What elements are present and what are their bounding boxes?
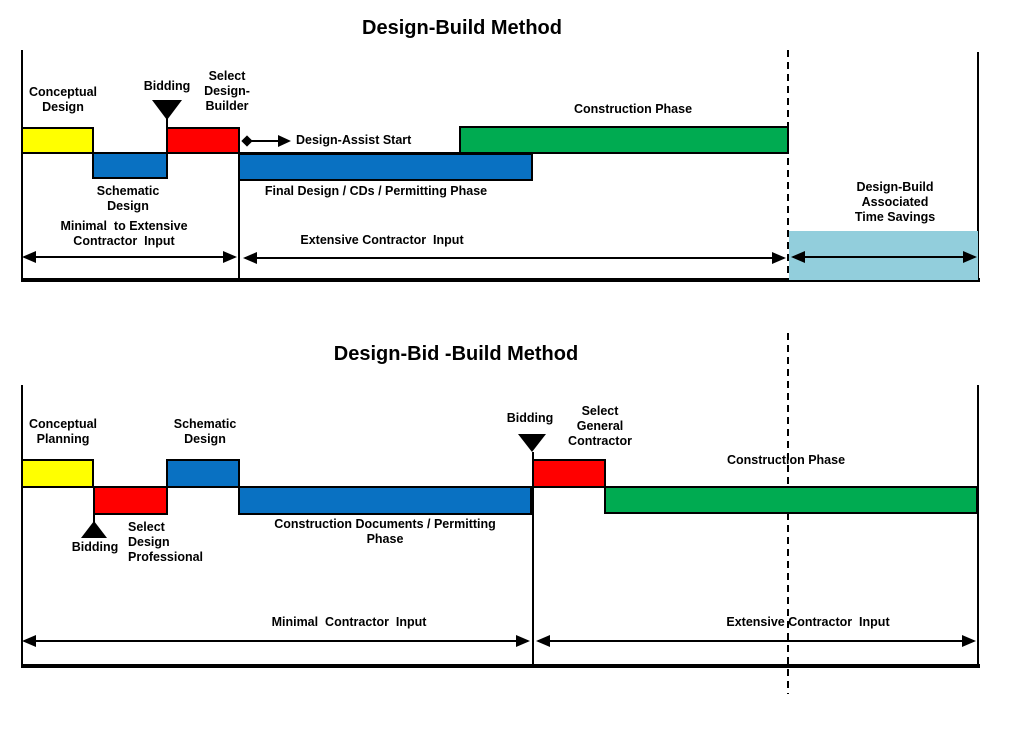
design-assist-arrowhead <box>278 135 291 147</box>
top-dashed-divider-line <box>787 50 789 281</box>
top-label-conceptual-design: Conceptual Design <box>28 85 98 114</box>
top-bar-construction-phase <box>459 126 789 154</box>
bottom-label-minimal-input: Minimal Contractor Input <box>271 615 427 629</box>
bottom-bottom-border-line <box>21 664 980 668</box>
bottom-bar-select-design-professional <box>93 486 168 515</box>
bottom-bar-construction-phase <box>604 486 978 514</box>
top-minimal-input-span-arrow <box>22 251 237 263</box>
top-label-time-savings: Design-Build Associated Time Savings <box>854 180 936 224</box>
top-time-savings-span-arrow <box>791 251 977 263</box>
bottom-right-bidding-marker-icon <box>518 434 546 452</box>
top-label-select-design-builder: Select Design- Builder <box>204 69 250 113</box>
top-bidding-marker-icon <box>152 100 182 120</box>
design-assist-arrow-shaft <box>247 140 287 142</box>
bottom-label-construction-phase: Construction Phase <box>726 453 846 467</box>
bottom-left-axis-line <box>21 385 23 666</box>
bottom-left-bidding-marker-stem <box>93 514 95 523</box>
top-left-axis-line <box>21 50 23 281</box>
bottom-left-bidding-marker-icon <box>81 521 107 538</box>
top-bottom-border-line <box>21 278 980 282</box>
top-bar-time-savings <box>789 231 978 280</box>
design-assist-arrow-icon <box>241 134 291 148</box>
bottom-label-select-general-contractor: Select General Contractor <box>568 404 632 448</box>
bottom-label-extensive-input: Extensive Contractor Input <box>726 615 890 629</box>
bottom-label-bidding-left: Bidding <box>71 540 119 554</box>
top-bar-final-design <box>238 153 533 181</box>
bottom-bar-conceptual-planning <box>21 459 94 488</box>
top-label-final-design: Final Design / CDs / Permitting Phase <box>264 184 488 198</box>
bottom-bar-construction-documents <box>238 486 532 515</box>
bottom-label-construction-documents: Construction Documents / Permitting Phas… <box>274 517 496 546</box>
bottom-label-schematic-design: Schematic Design <box>173 417 237 446</box>
bottom-label-bidding-right: Bidding <box>506 411 554 425</box>
bottom-diagram-title: Design-Bid -Build Method <box>333 343 579 365</box>
bottom-bar-select-general-contractor <box>532 459 606 488</box>
top-label-extensive-input: Extensive Contractor Input <box>300 233 464 247</box>
top-bar-conceptual-design <box>21 127 94 154</box>
top-label-construction-phase: Construction Phase <box>573 102 693 116</box>
top-section-divider-line <box>238 180 240 280</box>
top-label-bidding: Bidding <box>143 79 191 93</box>
top-bar-schematic-design <box>92 152 168 179</box>
bottom-right-axis-line <box>977 385 979 666</box>
bottom-label-select-design-professional: Select Design Professional <box>128 520 204 564</box>
top-diagram-title: Design-Build Method <box>362 17 562 39</box>
bottom-extensive-input-span-arrow <box>536 635 976 647</box>
top-bidding-marker-stem <box>166 118 168 128</box>
top-extensive-input-span-arrow <box>243 252 786 264</box>
top-bar-select-design-builder <box>166 127 240 154</box>
top-label-schematic-design: Schematic Design <box>96 184 160 213</box>
bottom-minimal-input-span-arrow <box>22 635 530 647</box>
bottom-bar-schematic-design <box>166 459 240 488</box>
top-label-minimal-input: Minimal to Extensive Contractor Input <box>60 219 188 248</box>
top-label-design-assist: Design-Assist Start <box>296 133 412 147</box>
top-right-axis-line <box>977 52 979 281</box>
bottom-section-divider-line <box>532 452 534 666</box>
bottom-label-conceptual-planning: Conceptual Planning <box>28 417 98 446</box>
